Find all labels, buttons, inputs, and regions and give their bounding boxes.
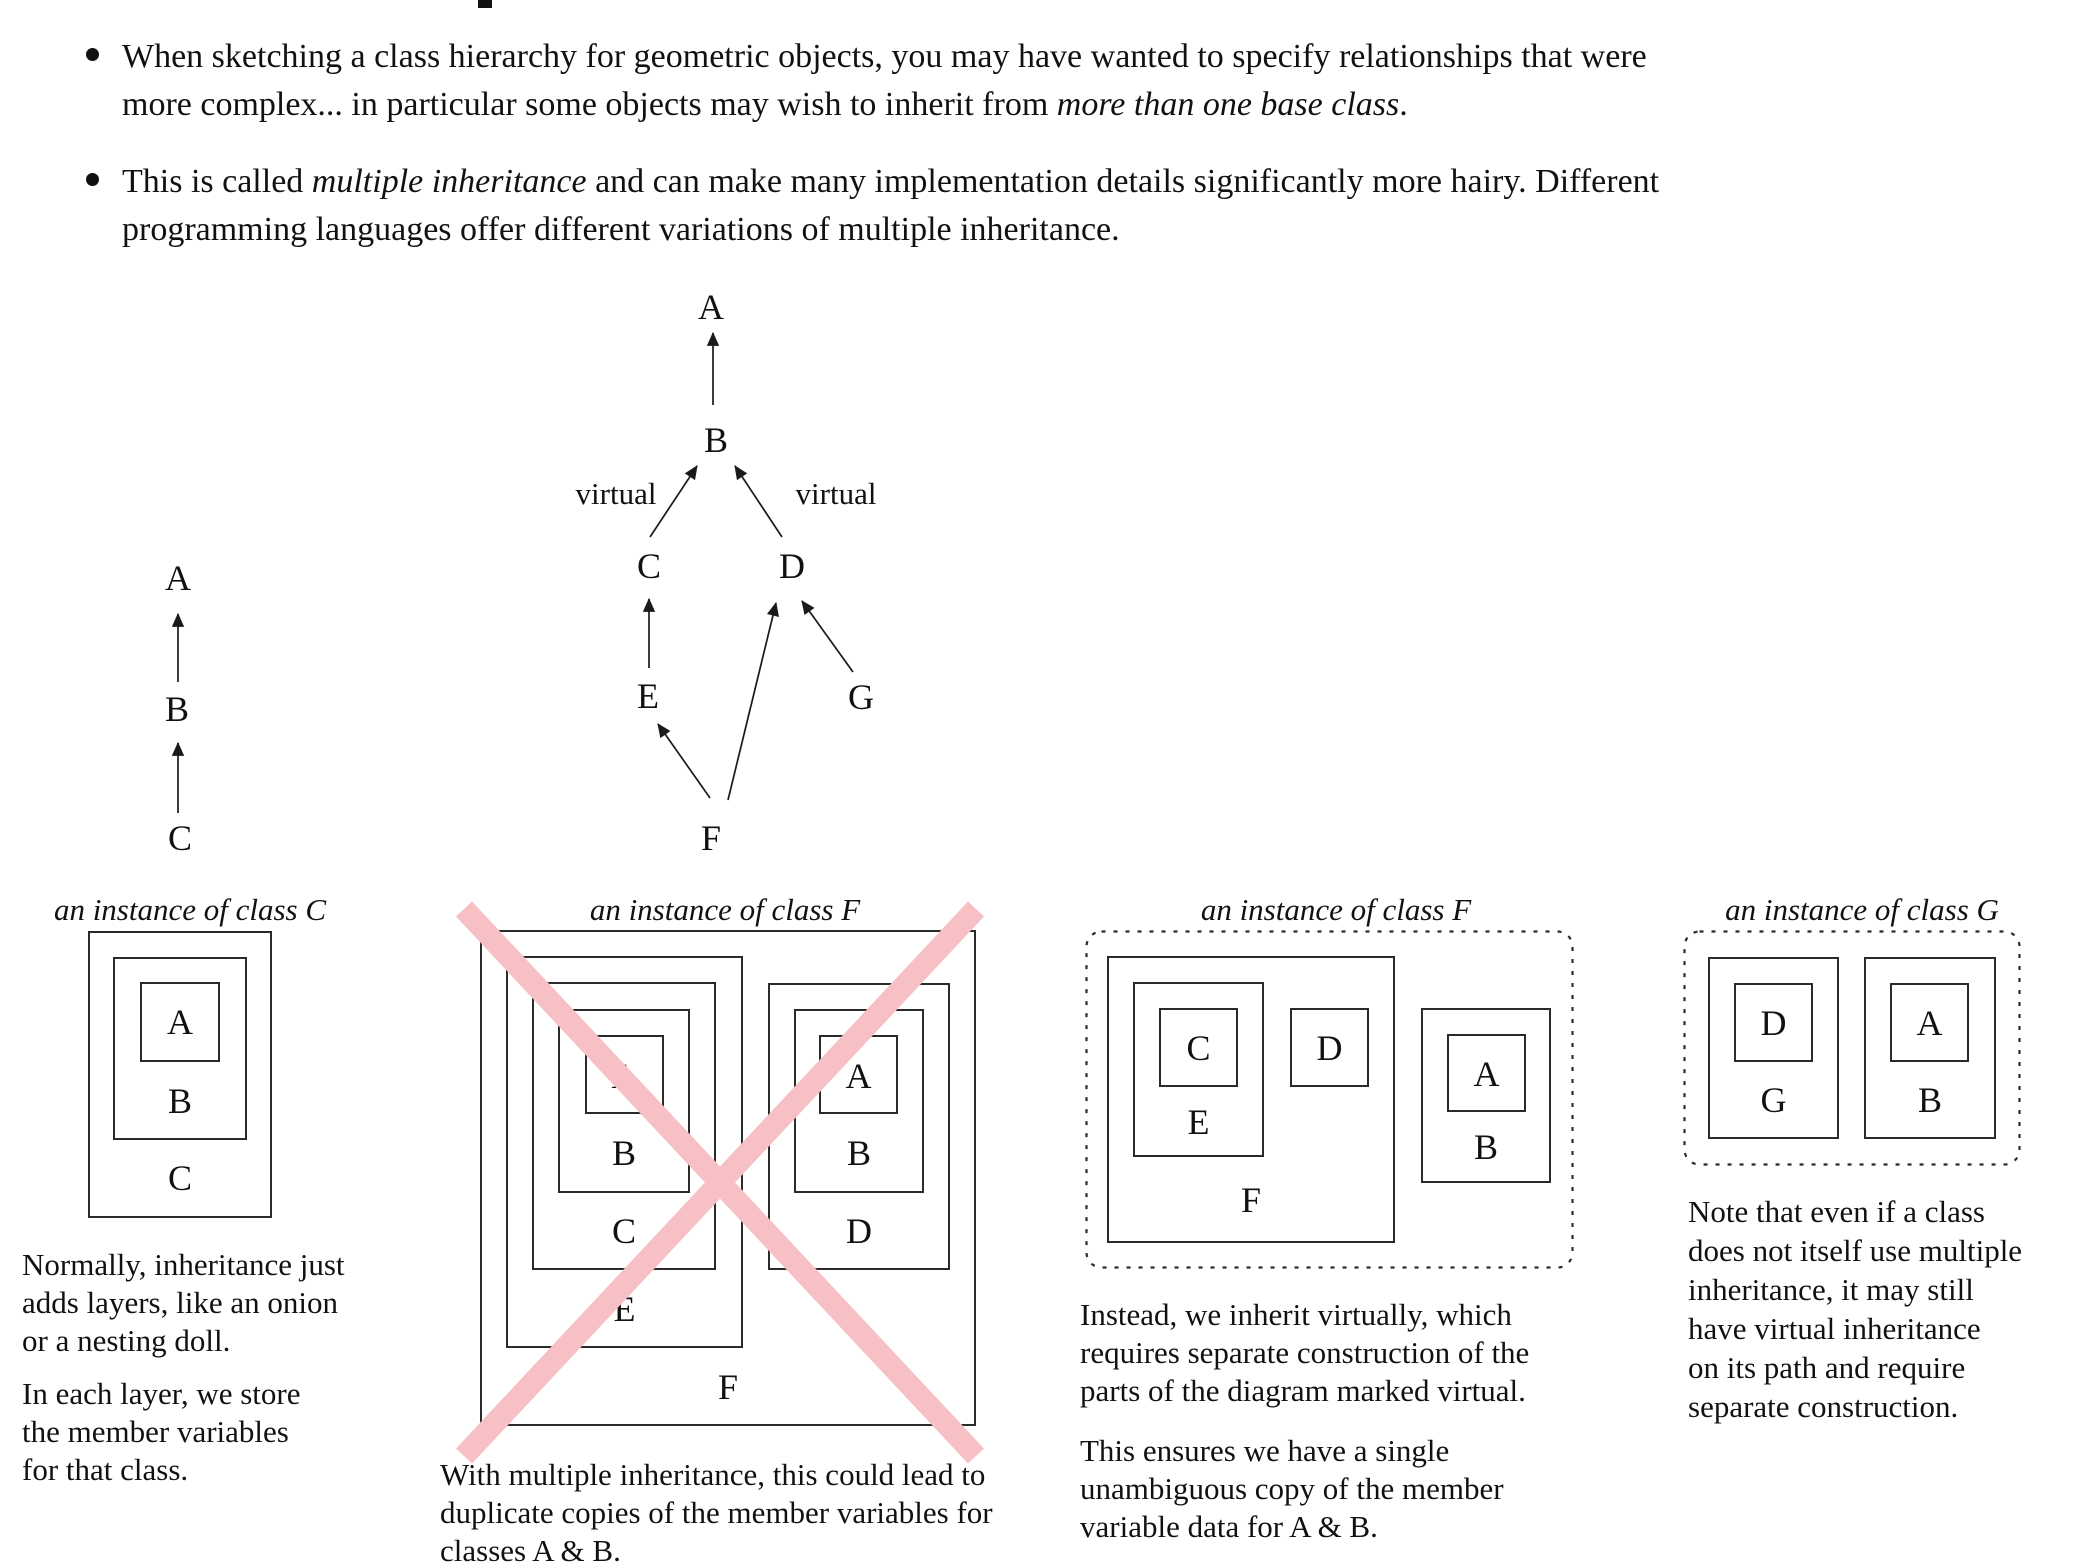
arrow-g-to-d (801, 600, 854, 673)
box-b-right-label: B (846, 1133, 871, 1173)
box-g (1708, 957, 1839, 1139)
class-node-b: B (703, 420, 728, 460)
box-d (1290, 1008, 1369, 1087)
bullet-marker (86, 173, 99, 186)
box-c (88, 931, 272, 1218)
box-c (1159, 1008, 1238, 1087)
bullet-item-1: When sketching a class hierarchy for geo… (122, 38, 1647, 123)
box-b-label: B (167, 1081, 192, 1121)
figure-caption: an instance of class F (589, 892, 861, 927)
class-node-e: E (637, 676, 659, 716)
class-node-a: A (698, 287, 724, 327)
clipped-title-fragment (478, 0, 492, 8)
class-node-f: F (700, 818, 722, 858)
box-c-label: C (611, 1211, 636, 1251)
box-b-left-label: B (611, 1133, 636, 1173)
figure-caption: an instance of class C (53, 892, 327, 927)
box-f (1107, 956, 1395, 1243)
figure-caption: an instance of class F (1200, 892, 1472, 927)
box-b-shared-label: B (1473, 1127, 1498, 1167)
box-f-label: F (1240, 1180, 1262, 1220)
box-a (140, 982, 220, 1062)
box-f-label: F (717, 1367, 739, 1407)
class-node-d: D (779, 546, 805, 586)
box-b-shared (1864, 957, 1996, 1139)
box-a-shared-label: A (1916, 1003, 1943, 1043)
box-a-label: A (167, 1002, 193, 1042)
box-b-shared (1421, 1008, 1551, 1183)
figure-caption: an instance of class G (1725, 892, 1999, 927)
box-d-label: D (1316, 1028, 1343, 1068)
box-b-shared-label: B (1917, 1080, 1942, 1120)
virtual-label-left: virtual (575, 476, 657, 511)
arrow-f-to-e (657, 723, 711, 799)
box-g-label: G (1760, 1080, 1787, 1120)
box-a-shared-label: A (1473, 1054, 1500, 1094)
box-e-label: E (613, 1289, 636, 1329)
note-duplicate-copies: With multiple inheritance, this could le… (440, 1457, 993, 1562)
figure-instance-f-duplicate: an instance of class F A B C E F A B D W… (440, 893, 1050, 1562)
box-b (113, 957, 247, 1140)
box-a-right-label: A (845, 1056, 872, 1096)
box-a-shared (1447, 1034, 1526, 1112)
class-node-c: C (636, 546, 661, 586)
figure-instance-f-virtual: an instance of class F C D E F A B Inste… (1080, 893, 1600, 1553)
class-node-b-left: B (164, 689, 189, 729)
box-a-left-label: A (611, 1056, 638, 1096)
box-c-label: C (167, 1158, 192, 1198)
box-d-label: D (846, 1211, 872, 1251)
figure-instance-g: an instance of class G D G A B Note that… (1683, 893, 2097, 1453)
box-d-label: D (1760, 1003, 1787, 1043)
box-e-label: E (1187, 1102, 1210, 1142)
class-node-g: G (848, 677, 874, 717)
class-node-a-left: A (165, 558, 191, 598)
bullet-item-2: This is called multiple inheritance and … (122, 163, 1660, 248)
class-node-c-left: C (167, 818, 192, 858)
box-e (1133, 982, 1264, 1157)
arrow-f-to-d (727, 601, 779, 801)
figure-instance-c: an instance of class C A B C Normally, i… (22, 893, 382, 1513)
box-a-shared (1890, 983, 1969, 1062)
box-d (1734, 983, 1813, 1062)
box-c-label: C (1186, 1028, 1211, 1068)
virtual-label-right: virtual (795, 476, 877, 511)
bullet-marker (86, 48, 99, 61)
